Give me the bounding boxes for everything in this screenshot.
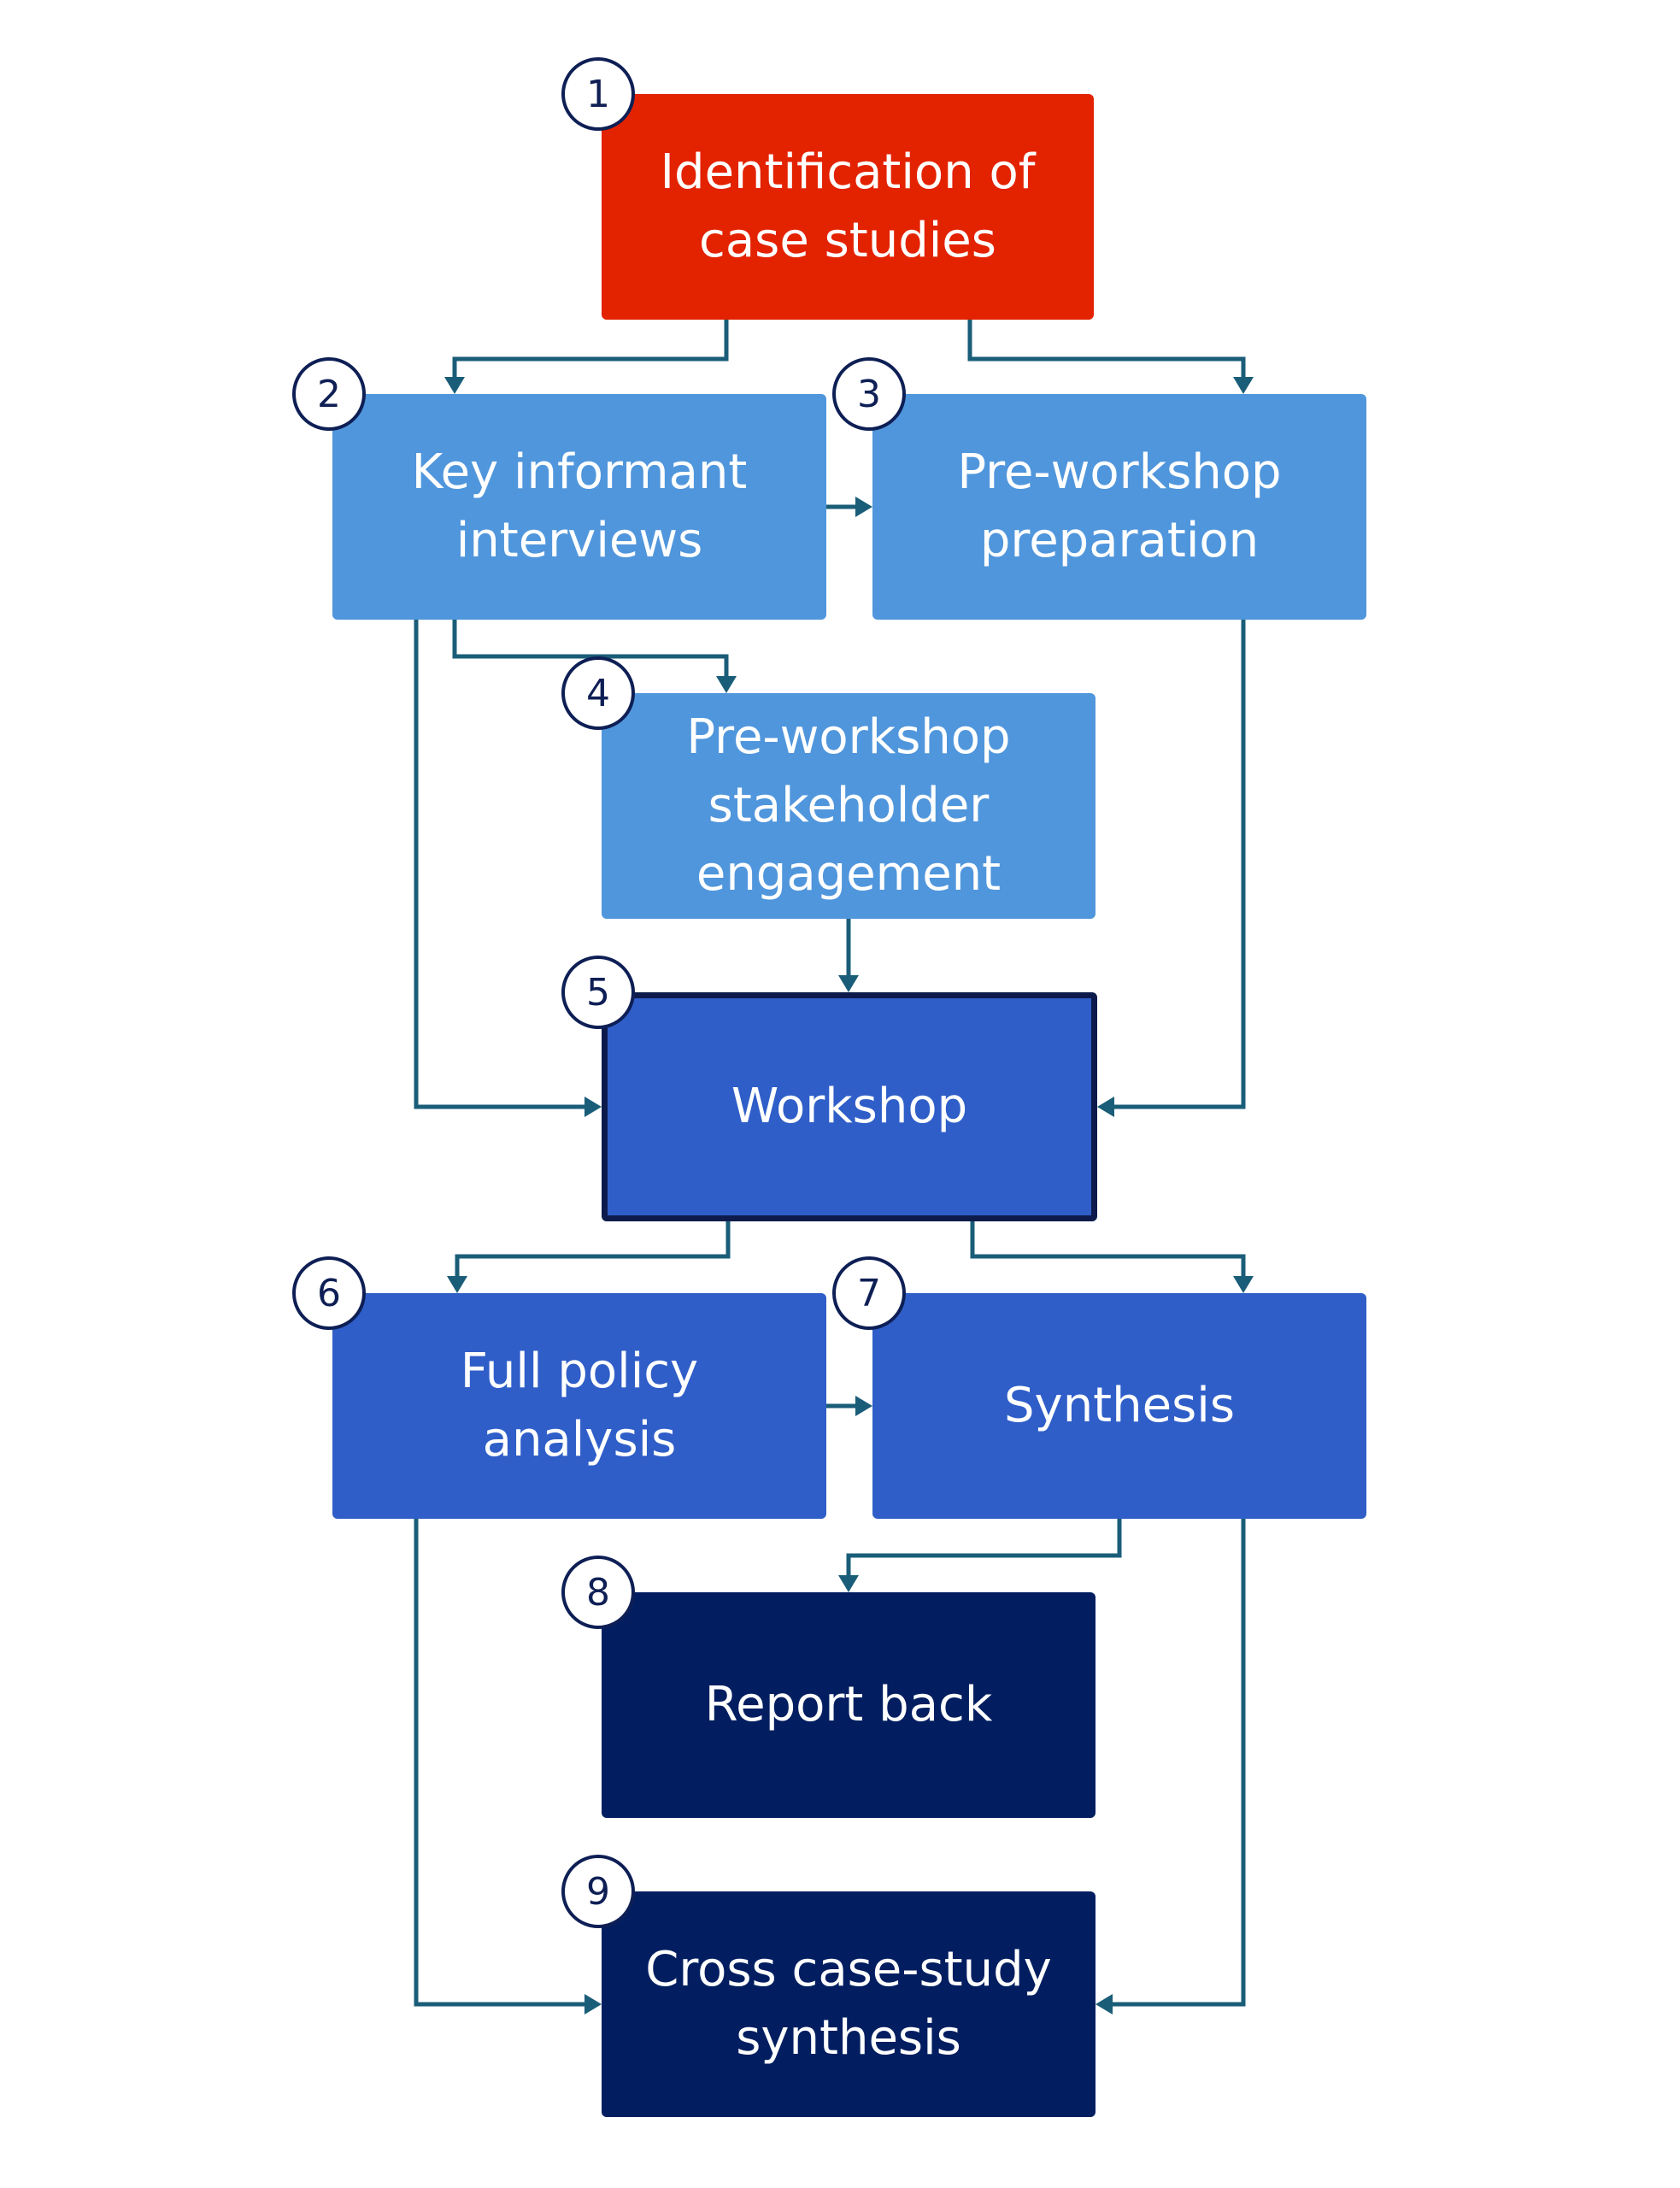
- connector-5-to-6: [455, 1221, 731, 1282]
- node-pre-workshop-stakeholder-engagement: Pre-workshop stakeholder engagement: [602, 693, 1096, 919]
- arrowhead-2-to-4: [716, 676, 737, 693]
- node-identification-of-case-studies: Identification of case studies: [602, 94, 1094, 320]
- arrowhead-1-to-2: [444, 377, 465, 394]
- arrowhead-6-to-9: [584, 1994, 602, 2014]
- step-number-badge: 1: [561, 57, 635, 131]
- connector-1-to-3: [967, 320, 1246, 383]
- node-synthesis: Synthesis: [872, 1293, 1366, 1519]
- node-key-informant-interviews: Key informant interviews: [332, 394, 826, 620]
- node-report-back: Report back: [602, 1592, 1096, 1818]
- node-label: Identification of case studies: [660, 144, 1036, 268]
- arrowhead-2-to-3: [855, 497, 872, 517]
- node-cross-case-study-synthesis: Cross case-study synthesis: [602, 1891, 1096, 2117]
- node-label: Full policy analysis: [460, 1344, 699, 1467]
- step-number-badge: 7: [832, 1256, 906, 1330]
- connector-7-to-8: [846, 1519, 1122, 1581]
- node-label: Pre-workshop preparation: [957, 444, 1282, 568]
- arrowhead-7-to-8: [838, 1575, 859, 1592]
- node-label: Report back: [704, 1677, 993, 1732]
- step-number-badge: 8: [561, 1556, 635, 1629]
- connector-7-to-9: [1107, 1519, 1246, 2007]
- connector-3-to-5: [1108, 620, 1246, 1109]
- step-number-badge: 9: [561, 1855, 635, 1928]
- connector-5-to-7: [970, 1221, 1246, 1282]
- node-label: Pre-workshop stakeholder engagement: [686, 709, 1011, 902]
- node-label: Cross case-study synthesis: [645, 1942, 1052, 2066]
- arrowhead-5-to-6: [447, 1276, 467, 1293]
- step-number-badge: 4: [561, 656, 635, 730]
- node-workshop: Workshop: [602, 992, 1097, 1221]
- connector-1-to-2: [452, 320, 729, 383]
- arrowhead-4-to-5: [838, 975, 859, 992]
- arrowhead-3-to-5: [1097, 1097, 1114, 1117]
- node-label: Workshop: [731, 1079, 968, 1134]
- node-label: Synthesis: [1004, 1378, 1235, 1433]
- arrowhead-1-to-3: [1233, 377, 1254, 394]
- node-pre-workshop-preparation: Pre-workshop preparation: [872, 394, 1366, 620]
- connector-2-to-5: [414, 620, 590, 1109]
- step-number-badge: 2: [292, 357, 366, 431]
- step-number-badge: 6: [292, 1256, 366, 1330]
- arrowhead-6-to-7: [855, 1396, 872, 1416]
- arrowhead-5-to-7: [1233, 1276, 1254, 1293]
- node-full-policy-analysis: Full policy analysis: [332, 1293, 826, 1519]
- arrowhead-2-to-5: [584, 1097, 602, 1117]
- step-number-badge: 5: [561, 956, 635, 1029]
- step-number-badge: 3: [832, 357, 906, 431]
- node-label: Key informant interviews: [411, 444, 748, 568]
- arrowhead-7-to-9: [1096, 1994, 1113, 2014]
- connector-6-to-9: [414, 1519, 590, 2007]
